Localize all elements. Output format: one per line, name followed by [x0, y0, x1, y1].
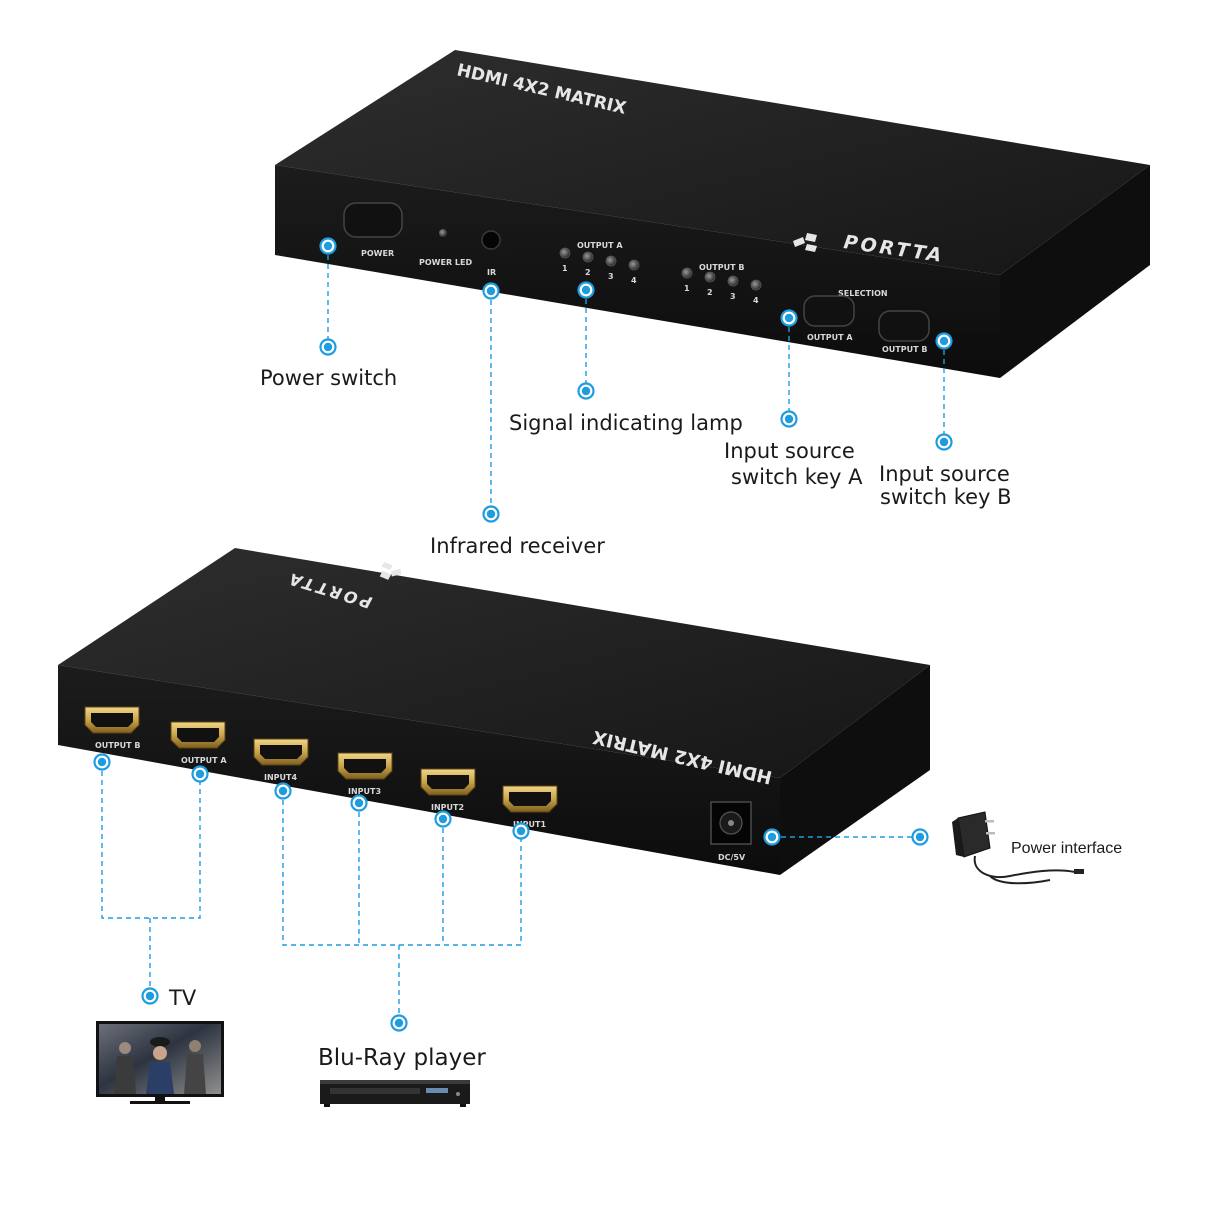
output-a-led-2	[582, 251, 594, 263]
selection-label: SELECTION	[838, 289, 888, 298]
hdmi-port-label: INPUT1	[513, 820, 546, 829]
front-device: HDMI 4X2 MATRIX POWER POWER LED IR OUTPU…	[275, 50, 1150, 378]
bluray-callout: Blu-Ray player	[318, 1045, 486, 1071]
callout-dot	[939, 437, 949, 447]
output-a-led-3	[605, 255, 617, 267]
output-a-led-number: 3	[608, 272, 614, 281]
hdmi-port-label: INPUT3	[348, 787, 381, 796]
power-led	[439, 229, 447, 237]
dc-jack-pin	[728, 820, 734, 826]
power-button[interactable]	[343, 202, 403, 238]
output-a-led-number: 4	[631, 276, 637, 285]
output-a-led-number: 2	[585, 268, 591, 277]
key-b-callout-line1: Input source	[879, 462, 1010, 486]
callout-dot	[354, 798, 364, 808]
output-a-led-4	[628, 259, 640, 271]
hdmi-port-label: INPUT4	[264, 773, 297, 782]
signal-lamp-callout: Signal indicating lamp	[509, 411, 743, 435]
callout-dot	[486, 286, 496, 296]
power-interface-callout: Power interface	[1011, 840, 1122, 857]
callout-dot	[323, 241, 333, 251]
back-portta-logo-icon	[379, 561, 402, 580]
hdmi-port-slot	[427, 775, 469, 789]
infrared-callout: Infrared receiver	[430, 534, 605, 558]
front-leaders	[327, 246, 945, 514]
callout-dot	[97, 757, 107, 767]
tv-callout: TV	[168, 986, 197, 1010]
callout-dot	[394, 1018, 404, 1028]
callout-dot	[323, 342, 333, 352]
input-switch-key-a[interactable]	[803, 295, 855, 327]
output-b-led-number: 1	[684, 284, 690, 293]
power-adapter-icon	[952, 811, 1084, 885]
front-device-side	[1000, 165, 1150, 378]
callout-dot	[195, 769, 205, 779]
hdmi-port-slot	[344, 759, 386, 773]
callout-dot	[486, 509, 496, 519]
callout-dot	[145, 991, 155, 1001]
output-b-led-4	[750, 279, 762, 291]
output-b-leds: 1 2 3 4	[681, 267, 762, 305]
output-b-led-3	[727, 275, 739, 287]
key-a-callout-line1: Input source	[724, 439, 855, 463]
tv-icon	[96, 1021, 224, 1104]
key-a-label: OUTPUT A	[807, 333, 853, 342]
callout-dot	[581, 386, 591, 396]
output-b-led-label: OUTPUT B	[699, 263, 744, 272]
dc-label: DC/5V	[718, 853, 746, 862]
callout-dot	[915, 832, 925, 842]
callout-dots	[93, 237, 953, 1032]
output-b-led-number: 2	[707, 288, 713, 297]
ir-receiver	[481, 230, 501, 250]
key-a-callout-line2: switch key A	[731, 465, 863, 489]
hdmi-port-slot	[91, 713, 133, 727]
power-switch-callout: Power switch	[260, 366, 397, 390]
callout-dot	[767, 832, 777, 842]
back-device-face	[58, 665, 780, 875]
input-switch-key-b[interactable]	[878, 310, 930, 342]
power-label: POWER	[361, 249, 394, 258]
callout-dot	[278, 786, 288, 796]
output-b-led-number: 4	[753, 296, 759, 305]
output-a-leds: 1 2 3 4	[559, 247, 640, 285]
hdmi-port-slot	[509, 792, 551, 806]
back-device-side	[780, 665, 930, 875]
callout-dot	[438, 814, 448, 824]
portta-logo-icon	[793, 233, 817, 252]
callout-dot	[581, 285, 591, 295]
output-a-led-label: OUTPUT A	[577, 241, 623, 250]
output-b-led-number: 3	[730, 292, 736, 301]
back-leaders	[101, 762, 920, 1023]
hdmi-port-label: OUTPUT B	[95, 741, 140, 750]
output-b-led-1	[681, 267, 693, 279]
callout-dot	[784, 414, 794, 424]
callout-dot	[516, 826, 526, 836]
front-device-top	[275, 50, 1150, 275]
power-led-label: POWER LED	[419, 258, 472, 267]
output-a-led-number: 1	[562, 264, 568, 273]
output-a-led-1	[559, 247, 571, 259]
bluray-player-icon	[320, 1080, 470, 1107]
callout-dot	[784, 313, 794, 323]
callout-dot	[939, 336, 949, 346]
hdmi-port-label: OUTPUT A	[181, 756, 227, 765]
back-device-top	[58, 548, 930, 778]
hdmi-port-slot	[260, 745, 302, 759]
hdmi-port-label: INPUT2	[431, 803, 464, 812]
key-b-label: OUTPUT B	[882, 345, 927, 354]
ir-label: IR	[487, 268, 496, 277]
hdmi-port-slot	[177, 728, 219, 742]
key-b-callout-line2: switch key B	[880, 485, 1012, 509]
output-b-led-2	[704, 271, 716, 283]
